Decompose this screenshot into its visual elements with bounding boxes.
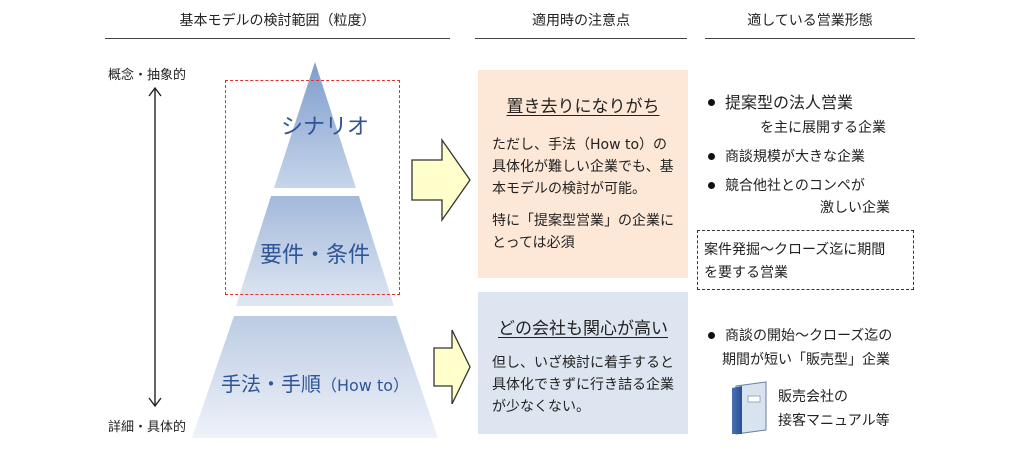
pyramid-tier-scenario [274,62,356,188]
abstraction-axis-arrow [148,86,162,408]
header-scope: 基本モデルの検討範囲（粒度） [179,13,376,29]
binder-icon [732,381,767,435]
caution-box-upper-title: 置き去りになりがち [506,97,660,117]
caution-box-lower-line: 具体化できずに行き詰る企業 [492,377,674,393]
caution-box-lower-line: 但し、いざ検討に着手すると [492,355,674,371]
caution-box-lower-text: 但し、いざ検討に着手すると 具体化できずに行き詰る企業 が少なくない。 [492,352,674,418]
sales-type-item: 商談の開始～クローズ迄の [708,325,892,345]
manual-caption-line: 接客マニュアル等 [778,413,890,429]
long-cycle-note-line: を要する営業 [704,265,788,281]
header-sales-types: 適している営業形態 [747,13,873,29]
highlight-frame [225,80,400,295]
header-sales-types-underline [705,38,915,39]
arrow-right-icon-lower [433,329,471,405]
caution-box-upper-text-2: 特に「提案型営業」の企業に とっては必須 [492,210,674,254]
sales-type-text-cont: 激しい企業 [820,200,890,216]
pyramid-label-methods-sub: （How to） [320,376,410,395]
axis-label-abstract: 概念・抽象的 [108,68,187,83]
caution-box-lower-line: が少なくない。 [492,399,590,415]
pyramid-label-scenario: シナリオ [280,115,369,140]
caution-box-upper-line: 本モデルの検討が可能。 [492,181,646,197]
long-cycle-note-line: 案件発掘～クローズ迄に期間 [704,242,886,258]
sales-type-text-cont: を主に展開する企業 [760,120,886,136]
sales-type-item: 商談規模が大きな企業 [708,146,865,166]
sales-type-item: 競合他社とのコンペが [708,175,865,195]
sales-type-text: 商談の開始～クローズ迄の [725,328,893,344]
pyramid-label-methods: 手法・手順（How to） [200,368,430,397]
granularity-pyramid [192,62,438,438]
caution-box-upper-line: とっては必須 [492,235,575,251]
pyramid-tier-methods [192,316,438,438]
pyramid-label-requirements: 要件・条件 [259,243,370,268]
sales-type-text: 商談規模が大きな企業 [725,149,865,165]
sales-type-item: 提案型の法人営業 [708,89,853,113]
caution-box-upper: 置き去りになりがち ただし、手法（How to）の 具体化が難しい企業でも、基 … [478,70,688,278]
caution-box-upper-line: 具体化が難しい企業でも、基 [492,159,674,175]
arrow-right-icon [411,138,471,222]
bullet-icon [708,181,715,189]
bullet-icon [708,152,715,160]
sales-type-text-cont: 期間が短い「販売型」企業 [722,352,890,368]
caution-box-lower: どの会社も関心が高い 但し、いざ検討に着手すると 具体化できずに行き詰る企業 が… [478,292,688,434]
sales-type-text: 提案型の法人営業 [725,93,854,112]
caution-box-upper-line: ただし、手法（How to）の [492,137,668,153]
header-scope-underline [105,38,450,39]
caution-box-upper-text-1: ただし、手法（How to）の 具体化が難しい企業でも、基 本モデルの検討が可能… [492,134,674,200]
pyramid-label-methods-main: 手法・手順 [220,372,321,396]
header-cautions-underline [475,38,687,39]
caution-box-upper-line: 特に「提案型営業」の企業に [492,213,674,229]
header-cautions: 適用時の注意点 [532,13,630,29]
long-cycle-note-box: 案件発掘～クローズ迄に期間 を要する営業 [697,230,914,290]
pyramid-tier-requirements [236,196,394,306]
axis-label-concrete: 詳細・具体的 [108,420,187,435]
manual-caption-line: 販売会社の [778,389,848,405]
caution-box-lower-title: どの会社も関心が高い [498,319,668,339]
bullet-icon [708,99,715,106]
sales-type-text: 競合他社とのコンペが [725,178,865,194]
bullet-icon [708,331,715,339]
